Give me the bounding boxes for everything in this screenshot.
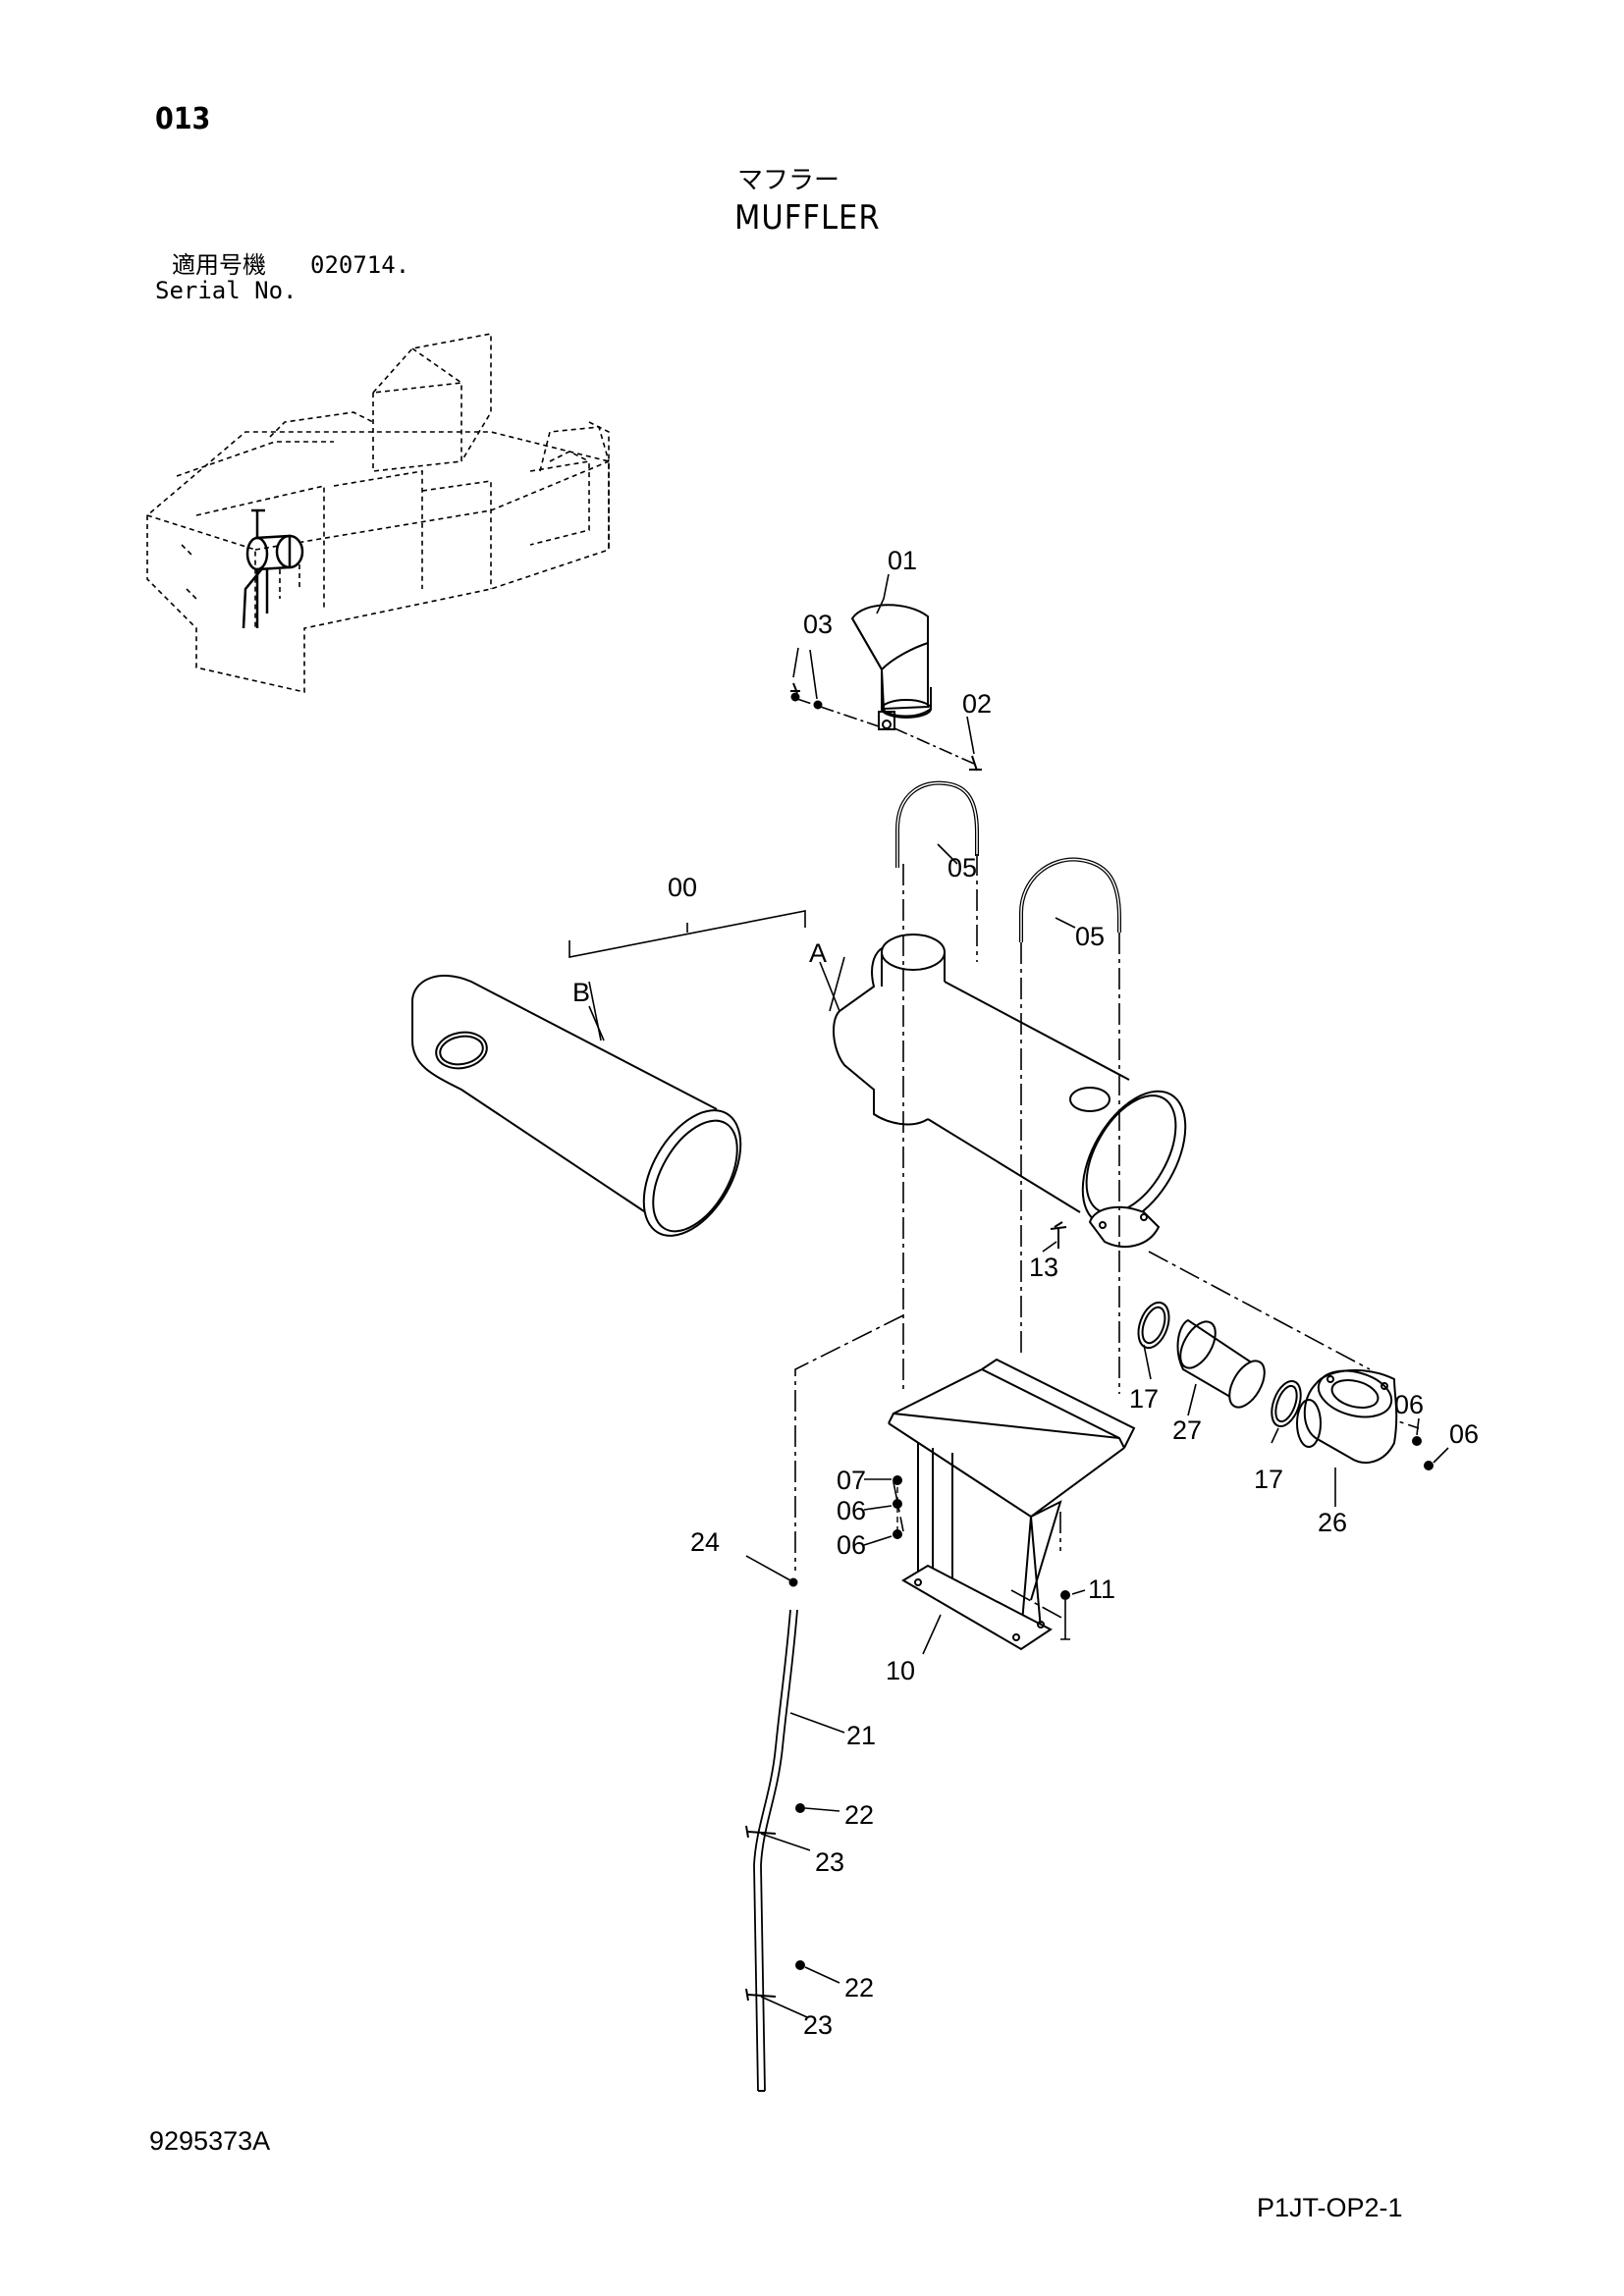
title-english: MUFFLER <box>734 198 881 238</box>
callout-leaders <box>588 573 1449 2018</box>
callout-22-lower: 22 <box>844 1973 874 2002</box>
part-27-pipe <box>1176 1318 1266 1409</box>
serial-value: 020714. <box>310 251 410 279</box>
callout-00: 00 <box>668 873 697 902</box>
callout-A: A <box>809 938 827 968</box>
callout-21: 21 <box>846 1721 876 1750</box>
callout-22-upper: 22 <box>844 1800 874 1830</box>
part-05-ubolt-right <box>1019 857 1121 942</box>
callout-06-left-b: 06 <box>837 1530 866 1560</box>
part-13-bolt <box>1050 1221 1067 1249</box>
part-02-screw <box>969 755 982 772</box>
callout-06-left-a: 06 <box>837 1496 866 1525</box>
page-number: 013 <box>155 102 211 136</box>
part-00-muffler-A <box>833 934 1187 1248</box>
part-05-ubolt-left <box>895 780 979 868</box>
part-06-07-nuts-left <box>893 1475 902 1539</box>
callout-05-right: 05 <box>1075 922 1105 951</box>
callout-03: 03 <box>803 610 833 639</box>
callout-11: 11 <box>1088 1575 1115 1604</box>
callout-labels: 01 03 02 05 05 00 A B 13 17 27 17 06 06 … <box>572 546 1479 2040</box>
leader-lines-top <box>796 698 975 765</box>
callout-01: 01 <box>888 546 917 575</box>
part-24-cap <box>788 1577 798 1587</box>
callout-07: 07 <box>837 1466 866 1495</box>
part-01-rain-cap <box>850 604 932 730</box>
part-00-muffler-B <box>411 974 742 1237</box>
muffler-highlight-thumbnail <box>242 508 304 629</box>
part-17-oring-left <box>1137 1301 1170 1350</box>
part-06-nuts-right <box>1412 1436 1434 1470</box>
callout-17-right: 17 <box>1254 1465 1283 1494</box>
callout-26: 26 <box>1318 1508 1347 1537</box>
callout-02: 02 <box>962 689 992 719</box>
callout-06-right-b: 06 <box>1449 1419 1479 1449</box>
serial-label-jp: 適用号機 <box>172 251 266 279</box>
part-21-drain-pipe <box>753 1609 798 2092</box>
callout-23-lower: 23 <box>803 2010 833 2040</box>
callout-23-upper: 23 <box>815 1847 844 1877</box>
callout-10: 10 <box>886 1656 915 1685</box>
part-10-stand <box>888 1358 1136 1651</box>
callout-27: 27 <box>1172 1415 1202 1445</box>
sheet-code: P1JT-OP2-1 <box>1257 2193 1403 2222</box>
title-japanese: マフラー <box>737 166 840 195</box>
callout-17-left: 17 <box>1129 1384 1159 1414</box>
part-17-oring-right <box>1271 1380 1302 1427</box>
machine-overview-thumbnail <box>146 333 610 694</box>
serial-label-en: Serial No. <box>155 277 298 304</box>
drawing-number: 9295373A <box>149 2126 271 2156</box>
callout-05-left: 05 <box>947 853 977 882</box>
callout-B: B <box>572 978 590 1007</box>
callout-06-right-a: 06 <box>1394 1390 1424 1419</box>
part-11-bolt <box>1060 1590 1070 1640</box>
alignment-lines <box>794 854 1420 1621</box>
callout-13: 13 <box>1029 1253 1058 1282</box>
part-22-23-clamps <box>745 1803 805 2002</box>
callout-24: 24 <box>690 1527 720 1557</box>
part-00-bracket <box>568 910 845 1041</box>
part-26-elbow <box>1296 1368 1398 1464</box>
